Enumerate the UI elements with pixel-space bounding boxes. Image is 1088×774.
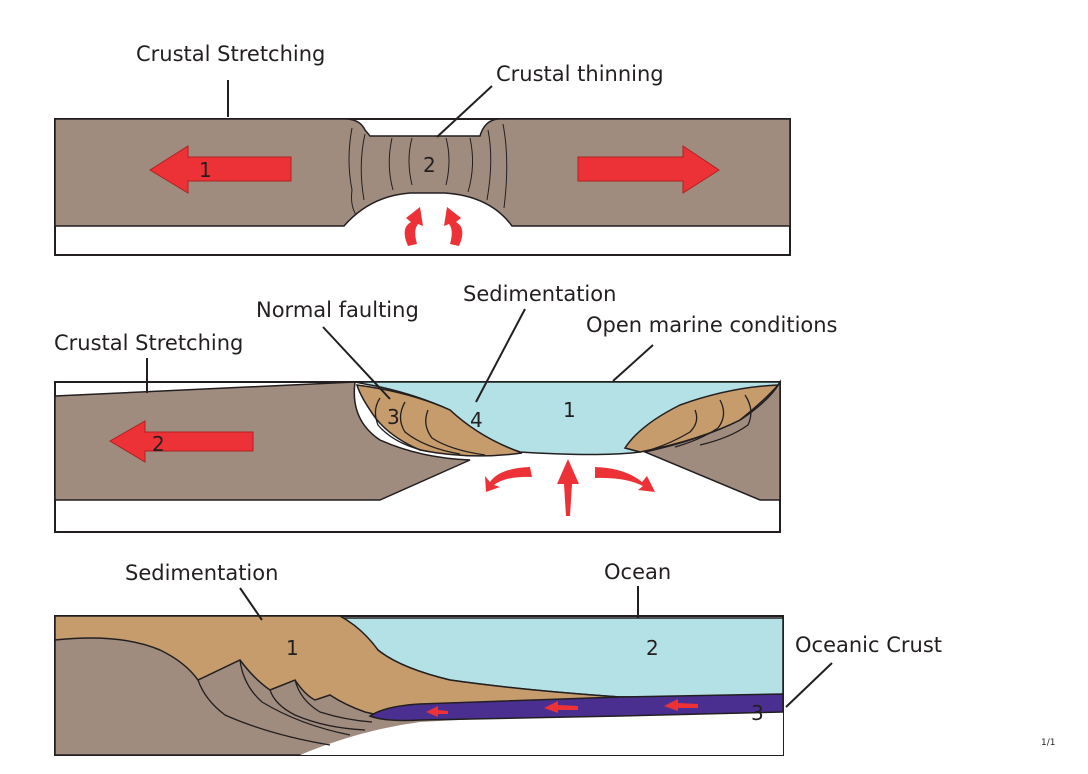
panel2-sediment-left xyxy=(355,384,523,457)
panel-passive-margin xyxy=(54,586,833,756)
panel1-crust xyxy=(54,118,791,227)
panel3-white-mantle xyxy=(300,712,783,755)
panel1-upwelling-arrow-left xyxy=(404,207,423,246)
label-ocean: Ocean xyxy=(604,560,672,584)
panel2-leader-faulting xyxy=(322,326,391,400)
panel2-number-3: 3 xyxy=(387,405,400,429)
page-number: 1/1 xyxy=(1041,738,1056,748)
panel1-upwelling-arrow-right xyxy=(444,207,463,246)
panel2-crust-left xyxy=(54,381,471,501)
panel-rift-basin xyxy=(54,308,782,533)
panel3-number-1: 1 xyxy=(286,636,299,660)
label-crustal-stretching-2: Crustal Stretching xyxy=(54,331,244,355)
panel1-arrow-left xyxy=(149,145,292,194)
panel2-number-2: 2 xyxy=(152,432,165,456)
panel2-upwelling-arrow-right xyxy=(595,467,655,492)
panel3-leader-oceanic-crust xyxy=(785,662,833,708)
panel2-leader-sedimentation xyxy=(475,308,526,403)
panel2-arrow-left xyxy=(109,420,254,463)
label-crustal-thinning: Crustal thinning xyxy=(496,62,664,86)
panel2-leader-marine xyxy=(612,344,654,382)
panel-crustal-thinning xyxy=(54,80,791,256)
label-open-marine-conditions: Open marine conditions xyxy=(586,313,838,337)
panel2-upwelling-arrow-up xyxy=(557,459,579,516)
label-normal-faulting: Normal faulting xyxy=(256,298,419,322)
panel3-leader-sedimentation xyxy=(239,587,263,621)
panel2-sediment-right xyxy=(623,384,780,453)
panel3-number-3: 3 xyxy=(751,701,764,725)
panel2-upwelling-arrow-left xyxy=(485,467,532,492)
panel1-fracture-lines xyxy=(348,123,508,216)
panel1-number-1: 1 xyxy=(199,158,212,182)
label-sedimentation-3: Sedimentation xyxy=(125,561,279,585)
label-oceanic-crust: Oceanic Crust xyxy=(795,633,943,657)
panel1-number-2: 2 xyxy=(423,153,436,177)
panel3-arrow-3 xyxy=(426,706,448,717)
label-crustal-stretching-1: Crustal Stretching xyxy=(136,42,326,66)
panel3-arrow-2 xyxy=(544,701,578,713)
panel3-number-2: 2 xyxy=(646,636,659,660)
panel1-leader-thinning xyxy=(436,85,493,138)
panel3-arrow-1 xyxy=(664,699,698,711)
panel1-arrow-right xyxy=(577,145,720,194)
panel2-number-4: 4 xyxy=(470,408,483,432)
label-sedimentation-2: Sedimentation xyxy=(463,282,617,306)
panel2-fault-blocks xyxy=(374,394,752,456)
panel2-number-1: 1 xyxy=(563,398,576,422)
panel3-fault-lines xyxy=(197,659,373,746)
